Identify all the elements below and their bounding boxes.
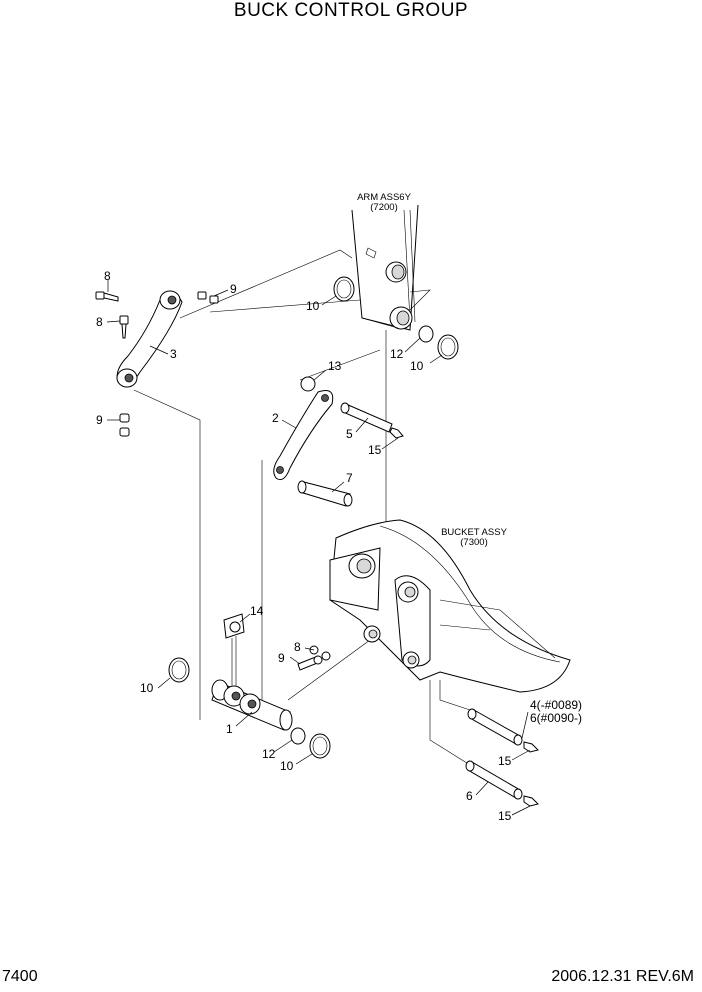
pin-7 [297, 480, 353, 507]
pin-5 [340, 402, 404, 439]
callout-12: 12 [390, 347, 404, 361]
callout-9: 9 [230, 282, 237, 296]
arm-assembly-ref: (7200) [370, 202, 397, 213]
callout-14: 14 [250, 604, 264, 618]
callout-6: 6(#0090-) [530, 711, 582, 725]
pin-4-6 [467, 708, 539, 753]
arm-assembly-name: ARM ASS6Y [357, 192, 412, 203]
callout-5: 5 [346, 427, 353, 441]
callout-9: 9 [278, 651, 285, 665]
nut-9-bucket [313, 651, 331, 665]
bolt-8-lower [119, 315, 129, 339]
callout-8: 8 [294, 640, 301, 654]
revision-date: 2006.12.31 REV.6M [551, 968, 694, 985]
leader-lines [106, 280, 531, 816]
nut-9-upper [197, 291, 219, 304]
callout-6: 6 [466, 789, 473, 803]
shim-12-lower [290, 727, 306, 745]
callout-10: 10 [280, 759, 294, 773]
shim-12-arm [418, 325, 434, 343]
bucket-assembly-ref: (7300) [460, 537, 487, 548]
callout-10: 10 [410, 359, 424, 373]
callout-12: 12 [262, 747, 276, 761]
nut-9-lower [119, 413, 130, 437]
pin-assembly-1 [211, 679, 293, 731]
bucket-assembly [329, 519, 571, 693]
callout-4: 4(-#0089) [530, 698, 582, 712]
callout-3: 3 [170, 347, 177, 361]
pin-6 [465, 760, 539, 807]
link-3 [116, 290, 183, 388]
callout-1: 1 [226, 722, 233, 736]
callout-10: 10 [306, 299, 320, 313]
shim-13 [300, 376, 316, 392]
callout-15: 15 [368, 443, 382, 457]
arm-assembly [351, 204, 431, 331]
callout-2: 2 [272, 411, 279, 425]
bucket-assembly-name: BUCKET ASSY [441, 527, 507, 538]
link-2 [273, 390, 334, 481]
callout-15: 15 [498, 754, 512, 768]
callout-8: 8 [104, 269, 111, 283]
page-number: 7400 [2, 968, 38, 985]
callout-13: 13 [328, 359, 342, 373]
labels: ARM ASS6Y (7200) BUCKET ASSY (7300) 8 8 … [96, 192, 582, 823]
callout-7: 7 [346, 471, 353, 485]
page-title: BUCK CONTROL GROUP [233, 0, 469, 21]
assembly-guide-lines [133, 249, 471, 766]
callout-8: 8 [96, 315, 103, 329]
callout-10: 10 [140, 681, 154, 695]
callout-15: 15 [498, 809, 512, 823]
bolt-8-upper [95, 291, 119, 302]
bracket-14 [223, 613, 245, 690]
callout-9: 9 [96, 413, 103, 427]
